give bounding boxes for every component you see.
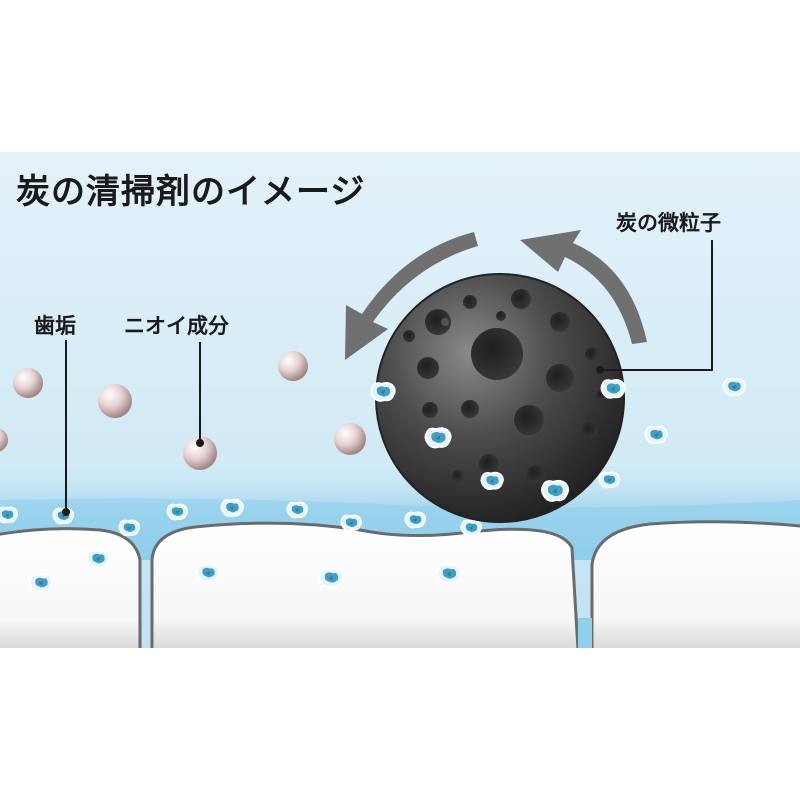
odor-molecule	[278, 351, 308, 381]
odor-molecule	[98, 384, 132, 418]
odor-molecule	[0, 428, 8, 452]
label-plaque: 歯垢	[34, 314, 76, 338]
plaque-fragment	[318, 568, 344, 588]
tooth-right	[590, 520, 800, 652]
plaque-fragment	[286, 501, 309, 519]
carbon-particle-ball-icon	[370, 273, 626, 523]
plaque-fragment	[118, 519, 141, 537]
plaque-fragment	[404, 511, 427, 529]
plaque-fragment	[436, 564, 462, 584]
plaque-fragment	[86, 549, 110, 569]
plaque-fragment	[0, 506, 19, 524]
plaque-fragment	[460, 519, 483, 537]
plaque-fragment	[722, 377, 746, 397]
odor-molecule	[13, 368, 43, 398]
rotation-arrow-left-icon	[345, 232, 478, 360]
odor-molecule	[334, 423, 366, 455]
tooth-middle	[150, 521, 580, 652]
label-carbon-particle: 炭の微粒子	[616, 211, 721, 235]
plaque-fragment	[196, 563, 220, 583]
diagram-title: 炭の清掃剤のイメージ	[16, 172, 366, 212]
plaque-fragment	[220, 498, 244, 518]
label-odor-component: ニオイ成分	[124, 314, 229, 338]
odor-molecules	[0, 351, 366, 470]
teeth-row	[0, 520, 800, 652]
tooth-left	[0, 527, 142, 652]
leader-carbon	[602, 240, 713, 371]
plaque-fragment	[598, 471, 621, 489]
rotation-arrow-right-icon	[520, 230, 647, 344]
plaque-fragment	[166, 503, 189, 521]
plaque-fragment	[644, 425, 668, 445]
rotation-arrows	[345, 230, 647, 360]
plaque-fragment	[29, 573, 54, 593]
odor-molecule	[183, 436, 217, 470]
leader-lines	[62, 240, 713, 516]
plaque-fragment	[340, 514, 363, 532]
